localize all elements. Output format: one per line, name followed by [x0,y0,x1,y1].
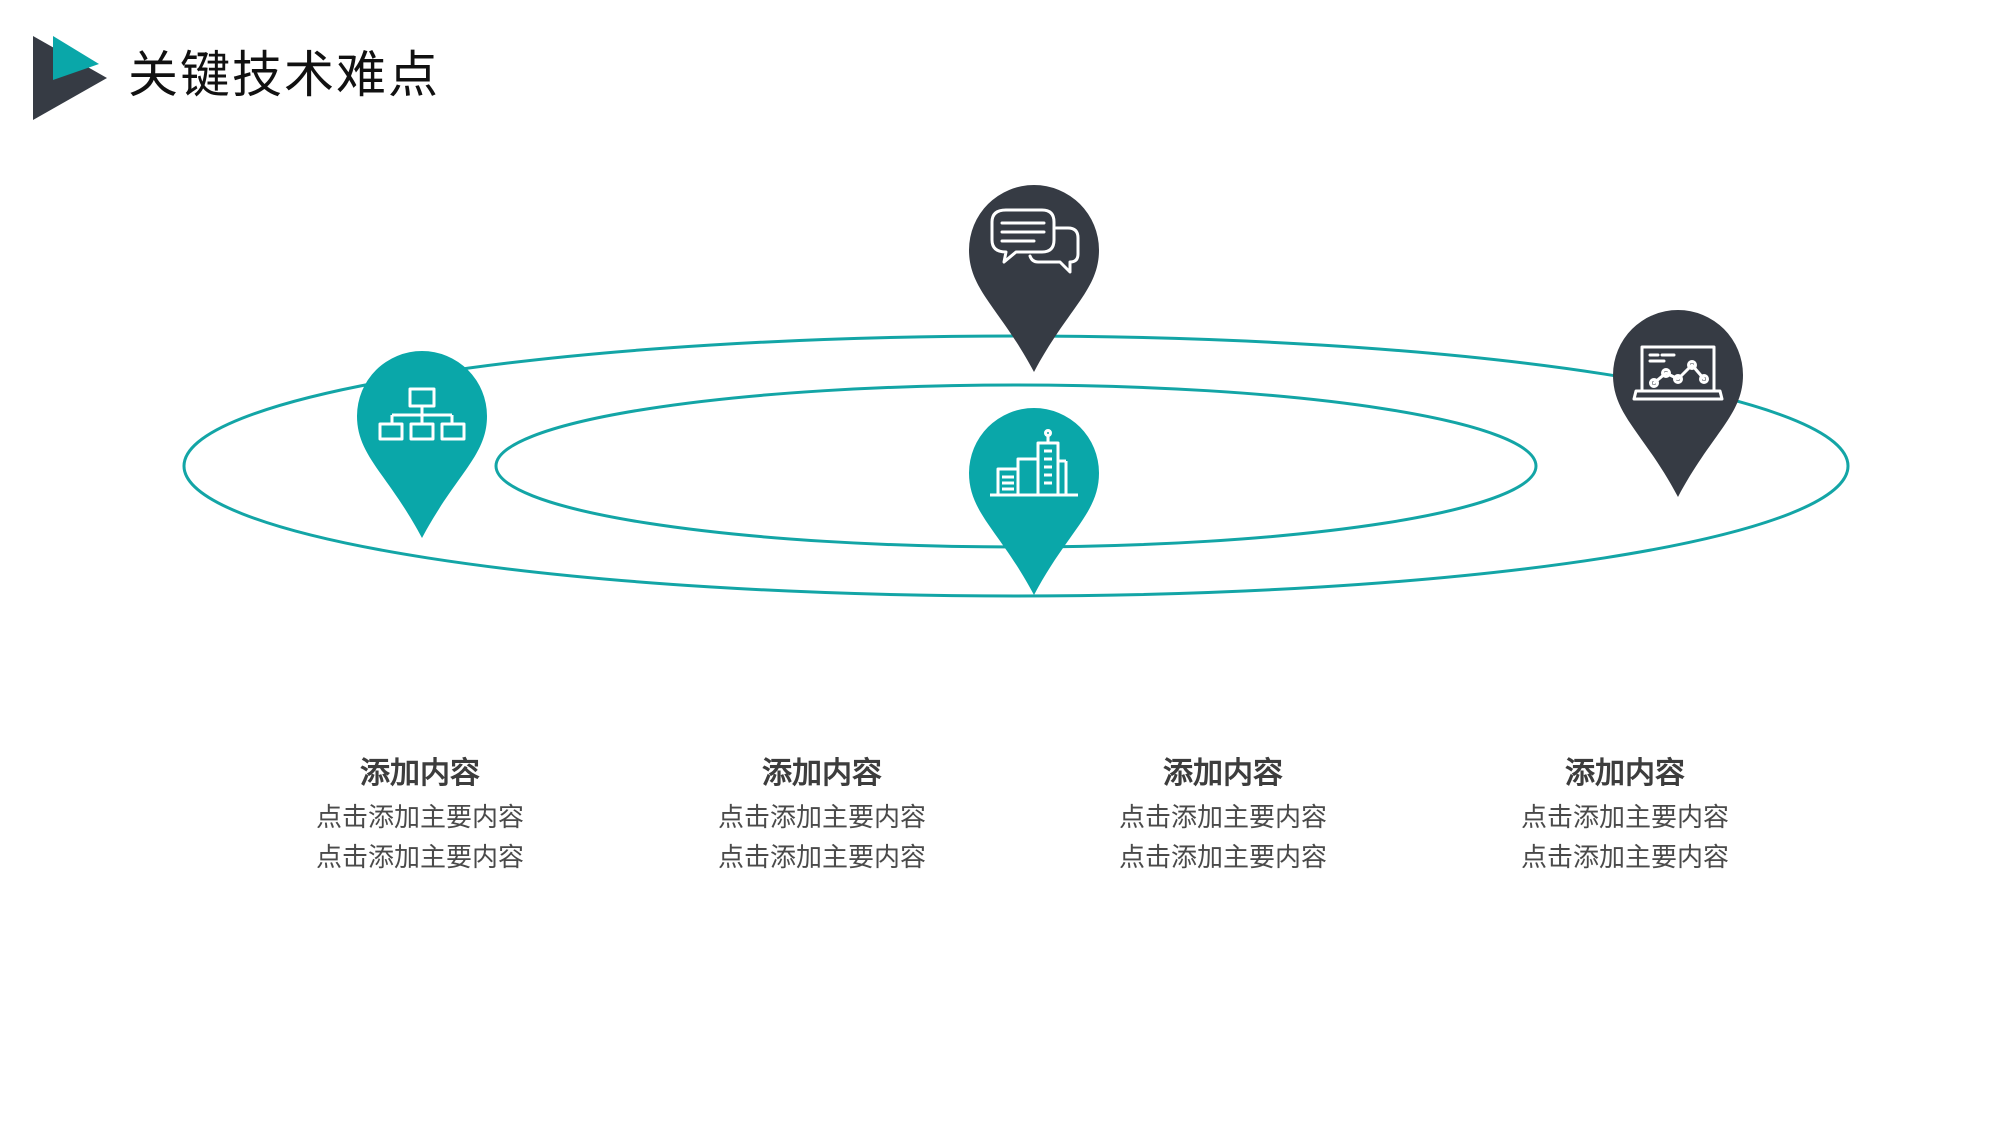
caption-text-line: 点击添加主要内容 [315,803,524,833]
caption-text-line: 点击添加主要内容 [1118,803,1327,833]
caption-title: 添加内容 [1565,756,1685,791]
caption-title: 添加内容 [762,756,882,791]
caption-text-line: 点击添加主要内容 [717,843,926,873]
caption-text-line: 点击添加主要内容 [717,803,926,833]
caption-2: 添加内容 点击添加主要内容 点击添加主要内容 [672,752,972,878]
caption-title: 添加内容 [360,756,480,791]
org-chart-icon [378,387,466,441]
caption-3: 添加内容 点击添加主要内容 点击添加主要内容 [1073,752,1373,878]
laptop-chart-icon [1632,345,1724,401]
buildings-icon [990,429,1078,497]
caption-4: 添加内容 点击添加主要内容 点击添加主要内容 [1475,752,1775,878]
chat-bubbles-icon [990,208,1080,274]
logo-play-icon [33,36,107,120]
page-title: 关键技术难点 [128,46,440,104]
caption-text-line: 点击添加主要内容 [315,843,524,873]
caption-text-line: 点击添加主要内容 [1118,843,1327,873]
caption-text-line: 点击添加主要内容 [1520,803,1729,833]
pin-buildings[interactable] [969,408,1099,595]
pin-chat[interactable] [969,185,1099,372]
pin-hierarchy[interactable] [357,351,487,538]
caption-text-line: 点击添加主要内容 [1520,843,1729,873]
caption-title: 添加内容 [1163,756,1283,791]
pin-laptop[interactable] [1613,310,1743,497]
caption-1: 添加内容 点击添加主要内容 点击添加主要内容 [270,752,570,878]
